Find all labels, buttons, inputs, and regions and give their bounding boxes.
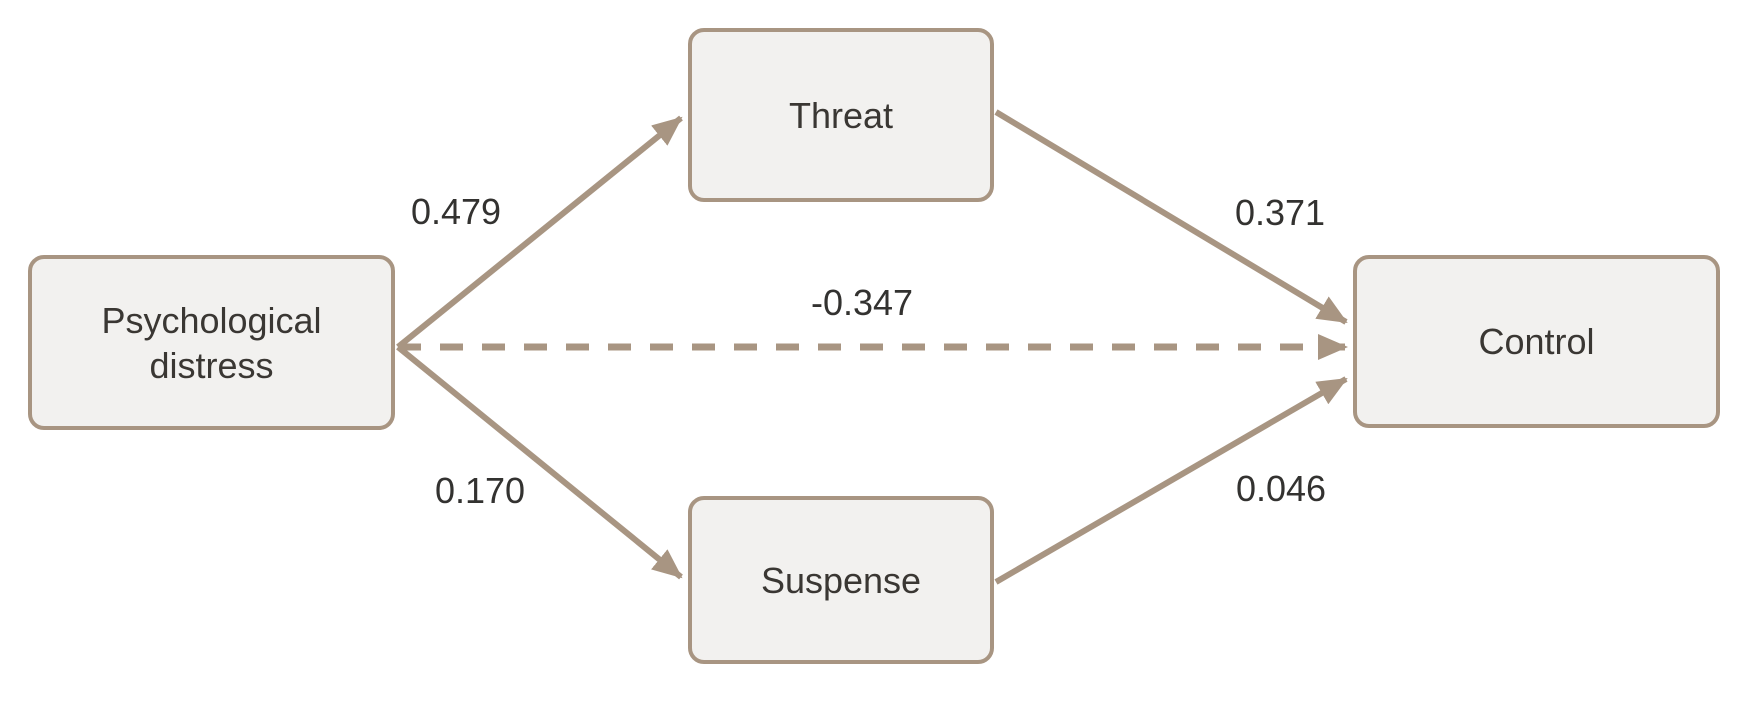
edge-threat-control [994, 109, 1348, 325]
coefficient-suspense-control: 0.046 [1235, 468, 1327, 509]
node-psychological-distress: Psychological distress [28, 255, 395, 430]
coefficient-distress-suspense: 0.170 [434, 470, 526, 511]
node-suspense: Suspense [688, 496, 994, 664]
node-threat-label: Threat [788, 94, 894, 136]
edge-distress-suspense [396, 344, 683, 580]
node-control-label: Control [1478, 321, 1595, 362]
edge-suspense-control [994, 376, 1348, 585]
node-psychological-distress-label: Psychological distress [101, 299, 322, 386]
coefficient-threat-control: 0.371 [1234, 192, 1326, 233]
edge-distress-threat [396, 115, 683, 350]
node-suspense-label: Suspense [760, 559, 922, 601]
coefficient-distress-threat: 0.479 [410, 191, 502, 232]
coefficient-distress-control: -0.347 [810, 282, 914, 323]
node-threat: Threat [688, 28, 994, 202]
node-control: Control [1353, 255, 1720, 428]
